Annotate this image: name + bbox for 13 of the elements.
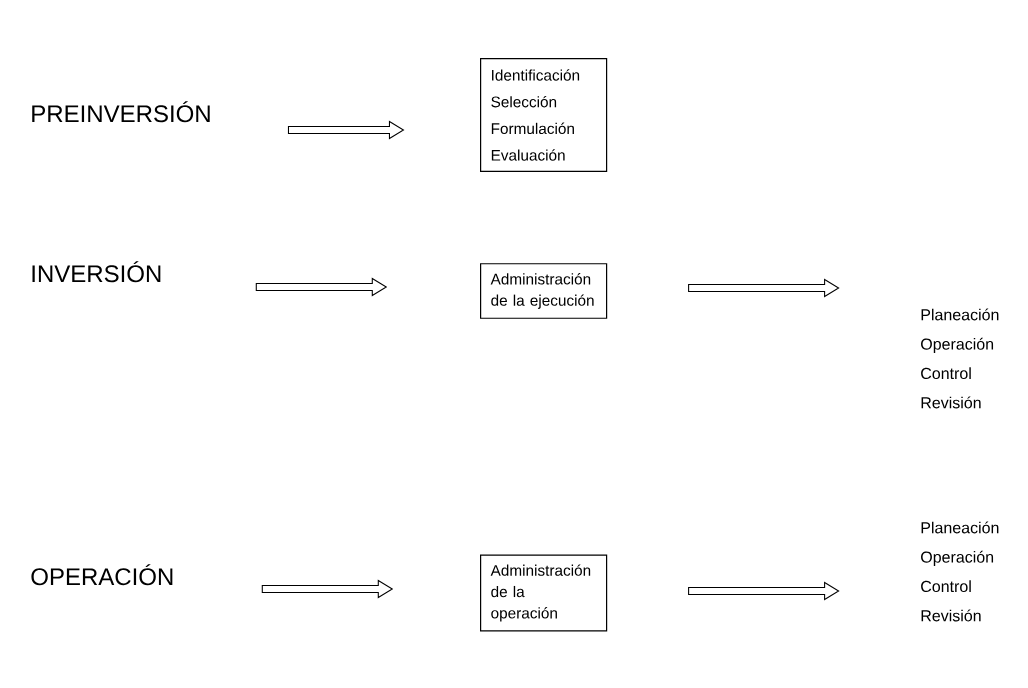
stage-label: PREINVERSIÓN	[32, 101, 210, 123]
item-list: Planeación Operación Control Revisión	[921, 308, 999, 409]
process-box: Administración de la operación	[480, 554, 608, 632]
block-arrow	[688, 278, 840, 298]
block-arrow	[688, 581, 840, 601]
item-list: Planeación Operación Control Revisión	[921, 521, 999, 622]
stage-label: OPERACIÓN	[31, 564, 173, 586]
stage-label: INVERSIÓN	[32, 261, 161, 283]
process-box: Identificación Selección Formulación Evaluación	[480, 58, 608, 172]
process-box: Administración de la ejecución	[480, 263, 608, 319]
block-arrow	[261, 579, 394, 599]
block-arrow	[287, 120, 405, 140]
block-arrow	[255, 277, 388, 297]
